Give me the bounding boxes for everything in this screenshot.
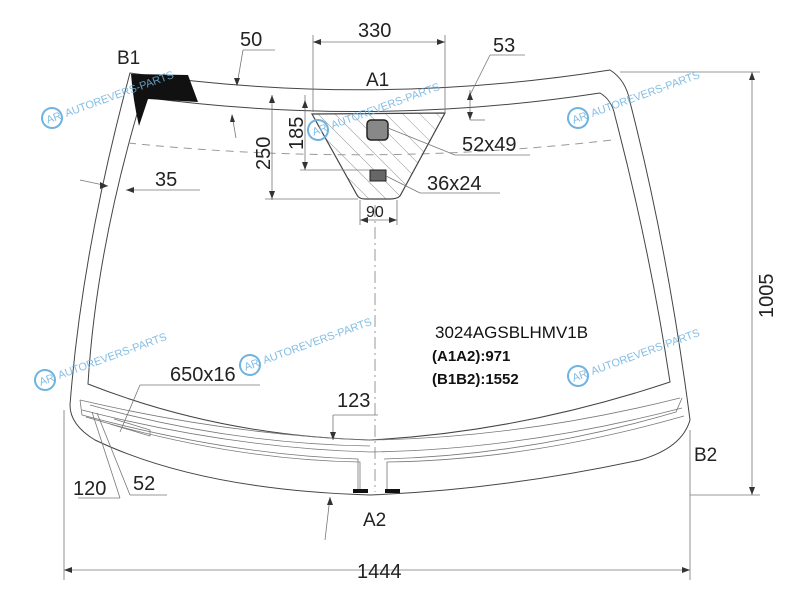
- svg-text:AR: AR: [311, 122, 330, 139]
- dim-top-offset: 50: [240, 29, 262, 51]
- svg-text:AUTOREVERS-PARTS: AUTOREVERS-PARTS: [261, 316, 373, 367]
- watermark: AR AUTOREVERS-PARTS: [239, 316, 374, 376]
- svg-text:AUTOREVERS-PARTS: AUTOREVERS-PARTS: [56, 331, 168, 382]
- svg-text:AR: AR: [45, 110, 64, 127]
- dim-camera-small: 36x24: [427, 173, 482, 195]
- point-a2: A2: [363, 510, 386, 531]
- dim-side-band: 35: [155, 169, 177, 191]
- camera-small: [369, 169, 387, 182]
- dimension-lines: [63, 35, 760, 580]
- svg-text:AR: AR: [243, 357, 262, 374]
- dim-sensor-height-250: 250: [253, 137, 275, 170]
- dim-corner-52: 52: [133, 473, 155, 495]
- watermark: AR AUTOREVERS-PARTS: [567, 69, 702, 129]
- point-b1: B1: [117, 48, 140, 69]
- dim-corner-120: 120: [73, 478, 106, 500]
- b1-black-area: [131, 74, 198, 126]
- glass-inner-edge: [87, 92, 671, 441]
- heating-grid: [79, 397, 685, 492]
- sensor-area: [310, 112, 447, 200]
- svg-text:AUTOREVERS-PARTS: AUTOREVERS-PARTS: [589, 69, 701, 120]
- part-code: 3024AGSBLHMV1B: [435, 323, 588, 342]
- connector-left: [353, 489, 368, 493]
- connector-right: [385, 489, 400, 493]
- svg-text:AR: AR: [571, 110, 590, 127]
- dim-camera-large: 52x49: [462, 134, 517, 156]
- svg-text:AUTOREVERS-PARTS: AUTOREVERS-PARTS: [589, 327, 701, 378]
- point-b2: B2: [694, 445, 717, 466]
- watermark: AR AUTOREVERS-PARTS: [34, 331, 169, 391]
- glass-outer-edge: [69, 69, 691, 496]
- distance-b1b2: (B1B2):1552: [432, 371, 519, 388]
- svg-text:AR: AR: [571, 368, 590, 385]
- point-a1: A1: [366, 70, 389, 91]
- distance-a1a2: (A1A2):971: [432, 348, 510, 365]
- camera-large: [366, 119, 389, 141]
- dim-heater: 650x16: [170, 364, 236, 386]
- dim-sensor-bottom: 90: [366, 204, 384, 221]
- dim-height: 1005: [756, 274, 778, 319]
- dim-width: 1444: [357, 561, 402, 583]
- dim-heater-offset: 123: [337, 390, 370, 412]
- dim-band-top: 53: [493, 35, 515, 57]
- dim-sensor-width: 330: [358, 20, 391, 42]
- dim-sensor-height-185: 185: [286, 117, 308, 150]
- dimension-arrows: [64, 39, 755, 573]
- svg-text:AR: AR: [38, 372, 57, 389]
